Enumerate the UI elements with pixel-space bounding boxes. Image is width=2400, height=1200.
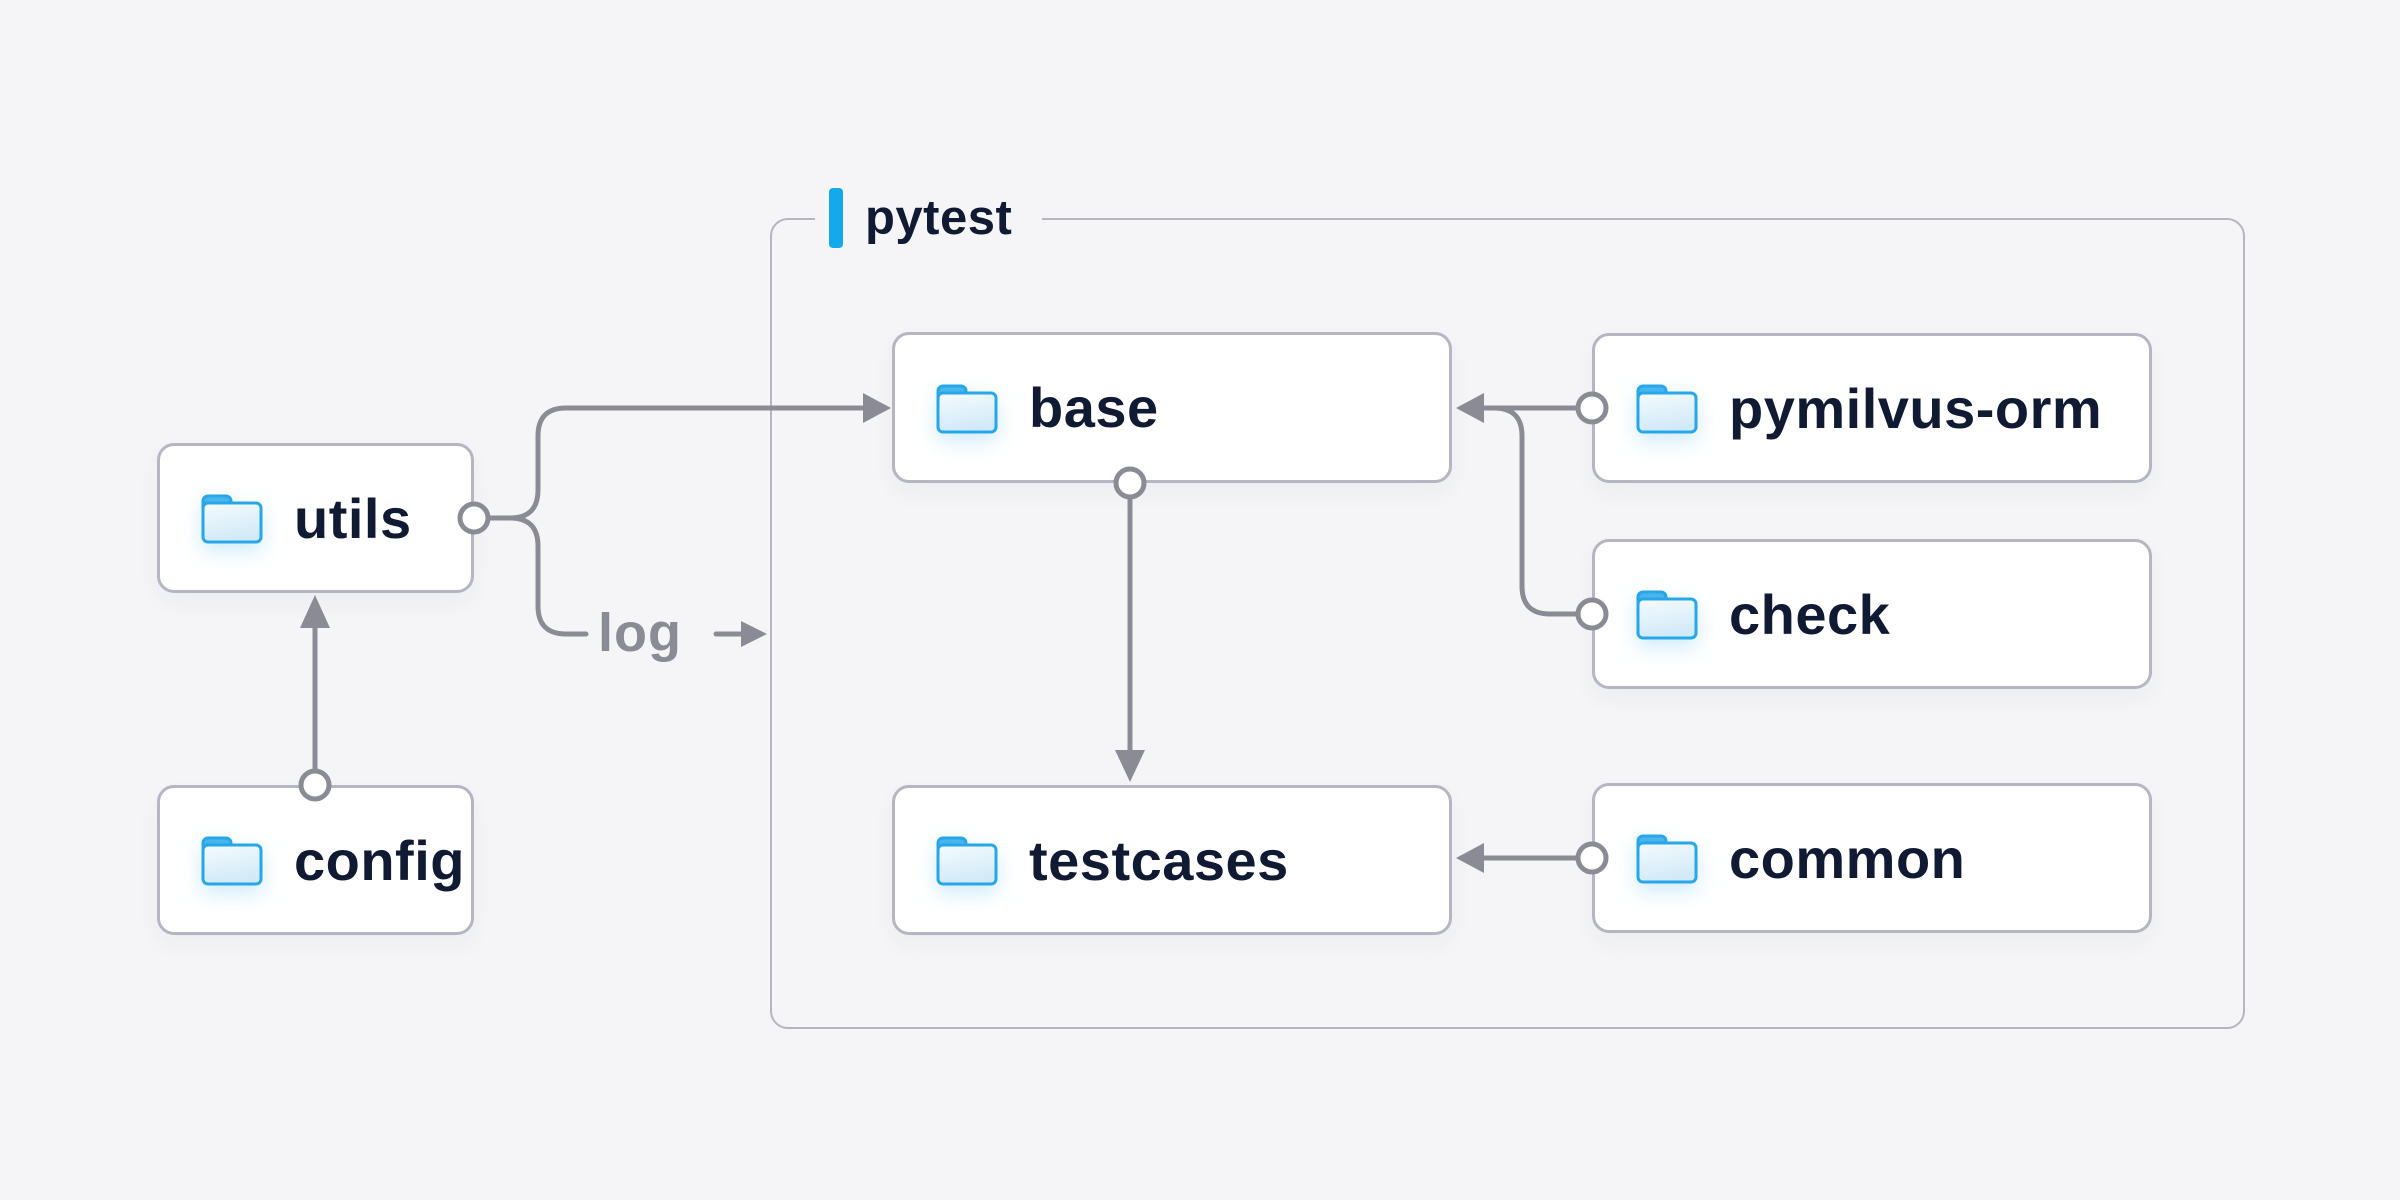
folder-icon (935, 381, 999, 435)
node-pymilvus-orm-label: pymilvus-orm (1729, 376, 2103, 440)
folder-icon (200, 833, 264, 887)
node-utils-label: utils (294, 486, 412, 550)
node-testcases: testcases (892, 785, 1452, 935)
node-pymilvus-orm: pymilvus-orm (1592, 333, 2152, 483)
pytest-group-box (770, 218, 2245, 1029)
folder-icon (1635, 831, 1699, 885)
node-config-label: config (294, 828, 465, 892)
node-base: base (892, 332, 1452, 483)
folder-icon (1635, 587, 1699, 641)
node-utils: utils (157, 443, 474, 593)
node-base-label: base (1029, 376, 1159, 439)
edge-config-utils (298, 595, 332, 802)
folder-icon (935, 833, 999, 887)
accent-bar (829, 188, 843, 248)
pytest-group-title: pytest (865, 191, 1013, 245)
folder-icon (1635, 381, 1699, 435)
pytest-group-label: pytest (815, 183, 1043, 253)
node-common-label: common (1729, 826, 1966, 890)
node-common: common (1592, 783, 2152, 933)
folder-icon (200, 491, 264, 545)
node-config: config (157, 785, 474, 935)
edge-label-log: log (598, 603, 682, 663)
node-testcases-label: testcases (1029, 828, 1289, 892)
node-check-label: check (1729, 582, 1891, 646)
node-check: check (1592, 539, 2152, 689)
